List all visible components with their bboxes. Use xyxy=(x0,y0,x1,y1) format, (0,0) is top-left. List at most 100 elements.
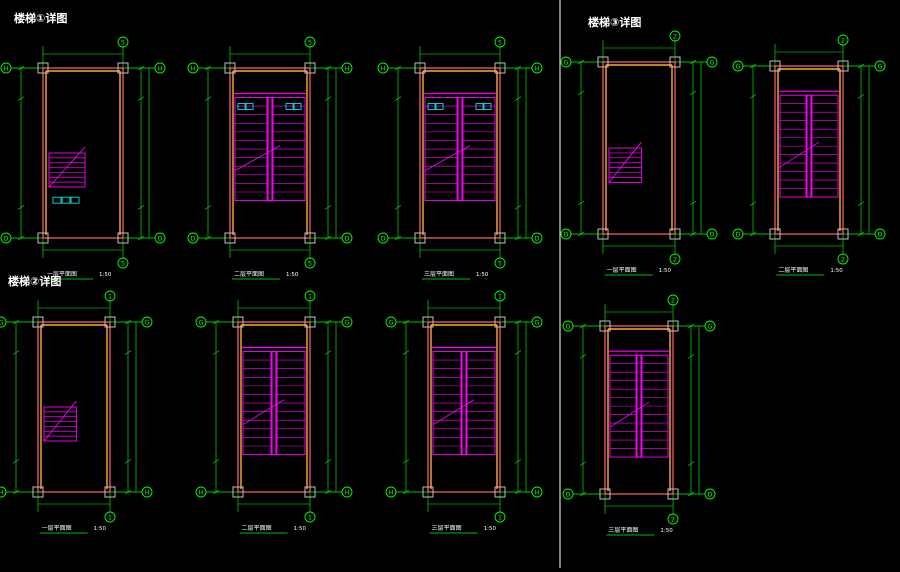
axis-bubble-bottom-right xyxy=(341,232,353,244)
dim-tick xyxy=(137,205,145,210)
axis-bubble-left-label: G xyxy=(565,322,570,330)
axis-bubble-left-label: H xyxy=(4,64,9,72)
dim-tick xyxy=(394,235,402,241)
stair-cut-line xyxy=(48,146,86,188)
axis-bubble-bottom-label: 1 xyxy=(308,513,312,521)
axis-bubble-right xyxy=(531,316,543,328)
column-marker xyxy=(422,486,434,498)
dim-tick xyxy=(124,350,132,355)
dim-tick xyxy=(212,459,220,464)
column-marker xyxy=(414,62,426,74)
equipment-box xyxy=(237,103,246,110)
dim-tick xyxy=(17,65,25,71)
wall-outline xyxy=(229,67,311,239)
stair-flights xyxy=(432,346,496,456)
dim-tick xyxy=(514,65,522,71)
wall-outline xyxy=(602,61,676,235)
plan-scale: 1:50 xyxy=(476,272,489,278)
stair-cut-line xyxy=(43,400,77,442)
plan-caption: 一层平面图 xyxy=(607,267,637,274)
column-marker xyxy=(117,62,129,74)
axis-bubble-top-label: 5 xyxy=(121,38,125,46)
column-marker xyxy=(104,316,116,328)
dim-tick xyxy=(857,63,865,69)
column-marker xyxy=(104,486,116,498)
axis-bubble-bottom-left-label: H xyxy=(0,488,4,496)
axis-bubble-top-label: 2 xyxy=(841,36,845,44)
equipment-box xyxy=(70,196,80,204)
dim-tick xyxy=(577,90,585,96)
dim-tick xyxy=(689,90,697,96)
axis-bubble-left xyxy=(0,316,7,328)
dim-tick xyxy=(514,459,522,464)
plan-caption: 一层平面图 xyxy=(47,271,77,278)
column-marker xyxy=(37,232,49,244)
axis-bubble-bottom xyxy=(304,257,316,269)
axis-bubble-left-label: G xyxy=(198,318,203,326)
plan-scale: 1:50 xyxy=(830,268,843,274)
axis-bubble-bottom-right-label: H xyxy=(345,488,350,496)
axis-bubble-bottom-right xyxy=(704,488,716,500)
column-marker xyxy=(769,60,781,72)
section-title-stair-3: 楼梯③详图 xyxy=(588,16,642,29)
dim-tick xyxy=(124,459,132,464)
axis-bubble-bottom-left-label: D xyxy=(3,234,8,242)
dim-tick xyxy=(749,231,757,237)
stair-cut-line xyxy=(432,399,475,425)
equipment-box xyxy=(285,103,294,110)
equipment-box xyxy=(435,103,444,110)
equipment-box xyxy=(245,103,254,110)
dim-tick xyxy=(402,319,410,325)
axis-bubble-bottom-right-label: H xyxy=(535,488,540,496)
axis-bubble-bottom-right-label: D xyxy=(707,490,712,498)
axis-bubble-left xyxy=(0,62,12,74)
dim-tick xyxy=(204,96,212,101)
wall-outline xyxy=(37,321,111,493)
dim-tick xyxy=(402,350,410,355)
column-marker xyxy=(32,486,44,498)
plan-caption: 一层平面图 xyxy=(42,525,72,532)
dim-tick xyxy=(577,200,585,206)
axis-bubble-top-label: 5 xyxy=(308,38,312,46)
column-marker xyxy=(837,60,849,72)
axis-bubble-bottom-right xyxy=(154,232,166,244)
axis-bubble-right-label: H xyxy=(535,64,540,72)
column-marker xyxy=(304,232,316,244)
dim-tick xyxy=(212,350,220,355)
dim-tick xyxy=(324,319,332,325)
axis-bubble-bottom-right-label: D xyxy=(709,230,714,238)
dim-tick xyxy=(124,489,132,495)
stair-well xyxy=(636,354,642,458)
axis-bubble-left xyxy=(377,62,389,74)
axis-bubble-bottom-left-label: D xyxy=(735,230,740,238)
stair-well xyxy=(461,350,467,456)
axis-bubble-bottom-left xyxy=(0,232,12,244)
column-marker xyxy=(414,232,426,244)
axis-bubble-left-label: G xyxy=(563,58,568,66)
dim-tick xyxy=(394,65,402,71)
axis-bubble-bottom-left xyxy=(562,488,574,500)
column-marker xyxy=(667,488,679,500)
wall-outline xyxy=(42,67,124,239)
axis-bubble-bottom-label: 5 xyxy=(308,259,312,267)
plan-scale: 1:50 xyxy=(94,526,107,532)
dim-tick xyxy=(857,201,865,207)
axis-bubble-top xyxy=(667,294,679,306)
axis-bubble-bottom-left-label: H xyxy=(389,488,394,496)
axis-bubble-right xyxy=(141,316,153,328)
column-marker xyxy=(769,228,781,240)
stair-flight-start xyxy=(48,152,86,188)
dim-tick xyxy=(324,350,332,355)
axis-bubble-bottom-right xyxy=(706,228,718,240)
axis-bubble-right-label: G xyxy=(344,318,349,326)
dim-tick xyxy=(17,205,25,210)
dim-tick xyxy=(687,491,695,497)
axis-bubble-bottom-left xyxy=(377,232,389,244)
